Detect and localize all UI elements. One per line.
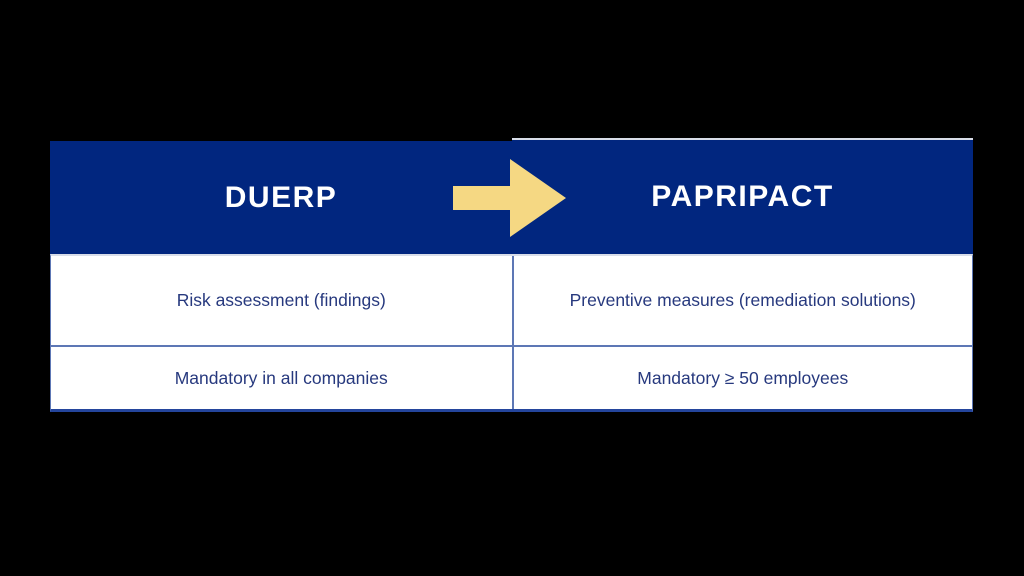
- table-cell-duerp-row2: Mandatory in all companies: [174, 367, 388, 388]
- table-cell-papripact-row2: Mandatory ≥ 50 employees: [511, 347, 973, 409]
- table-header-row: DUERP PAPRIPACT: [50, 138, 973, 254]
- header-cell-papripact: PAPRIPACT: [512, 138, 973, 254]
- table-row: Risk assessment (findings) Preventive me…: [51, 256, 972, 345]
- arrow-right-icon: [453, 159, 566, 237]
- header-label-papripact: PAPRIPACT: [651, 180, 834, 213]
- table-cell-papripact-row1: Preventive measures (remediation solutio…: [511, 256, 973, 345]
- header-label-duerp: DUERP: [224, 180, 338, 214]
- table-cell-duerp-row1: Risk assessment (findings): [176, 290, 386, 310]
- comparison-table: DUERP PAPRIPACT Risk assessment (finding…: [50, 138, 973, 412]
- table-body: Risk assessment (findings) Preventive me…: [50, 254, 973, 412]
- header-cell-duerp: DUERP: [50, 141, 512, 254]
- table-row: Mandatory in all companies Mandatory ≥ 5…: [51, 345, 972, 409]
